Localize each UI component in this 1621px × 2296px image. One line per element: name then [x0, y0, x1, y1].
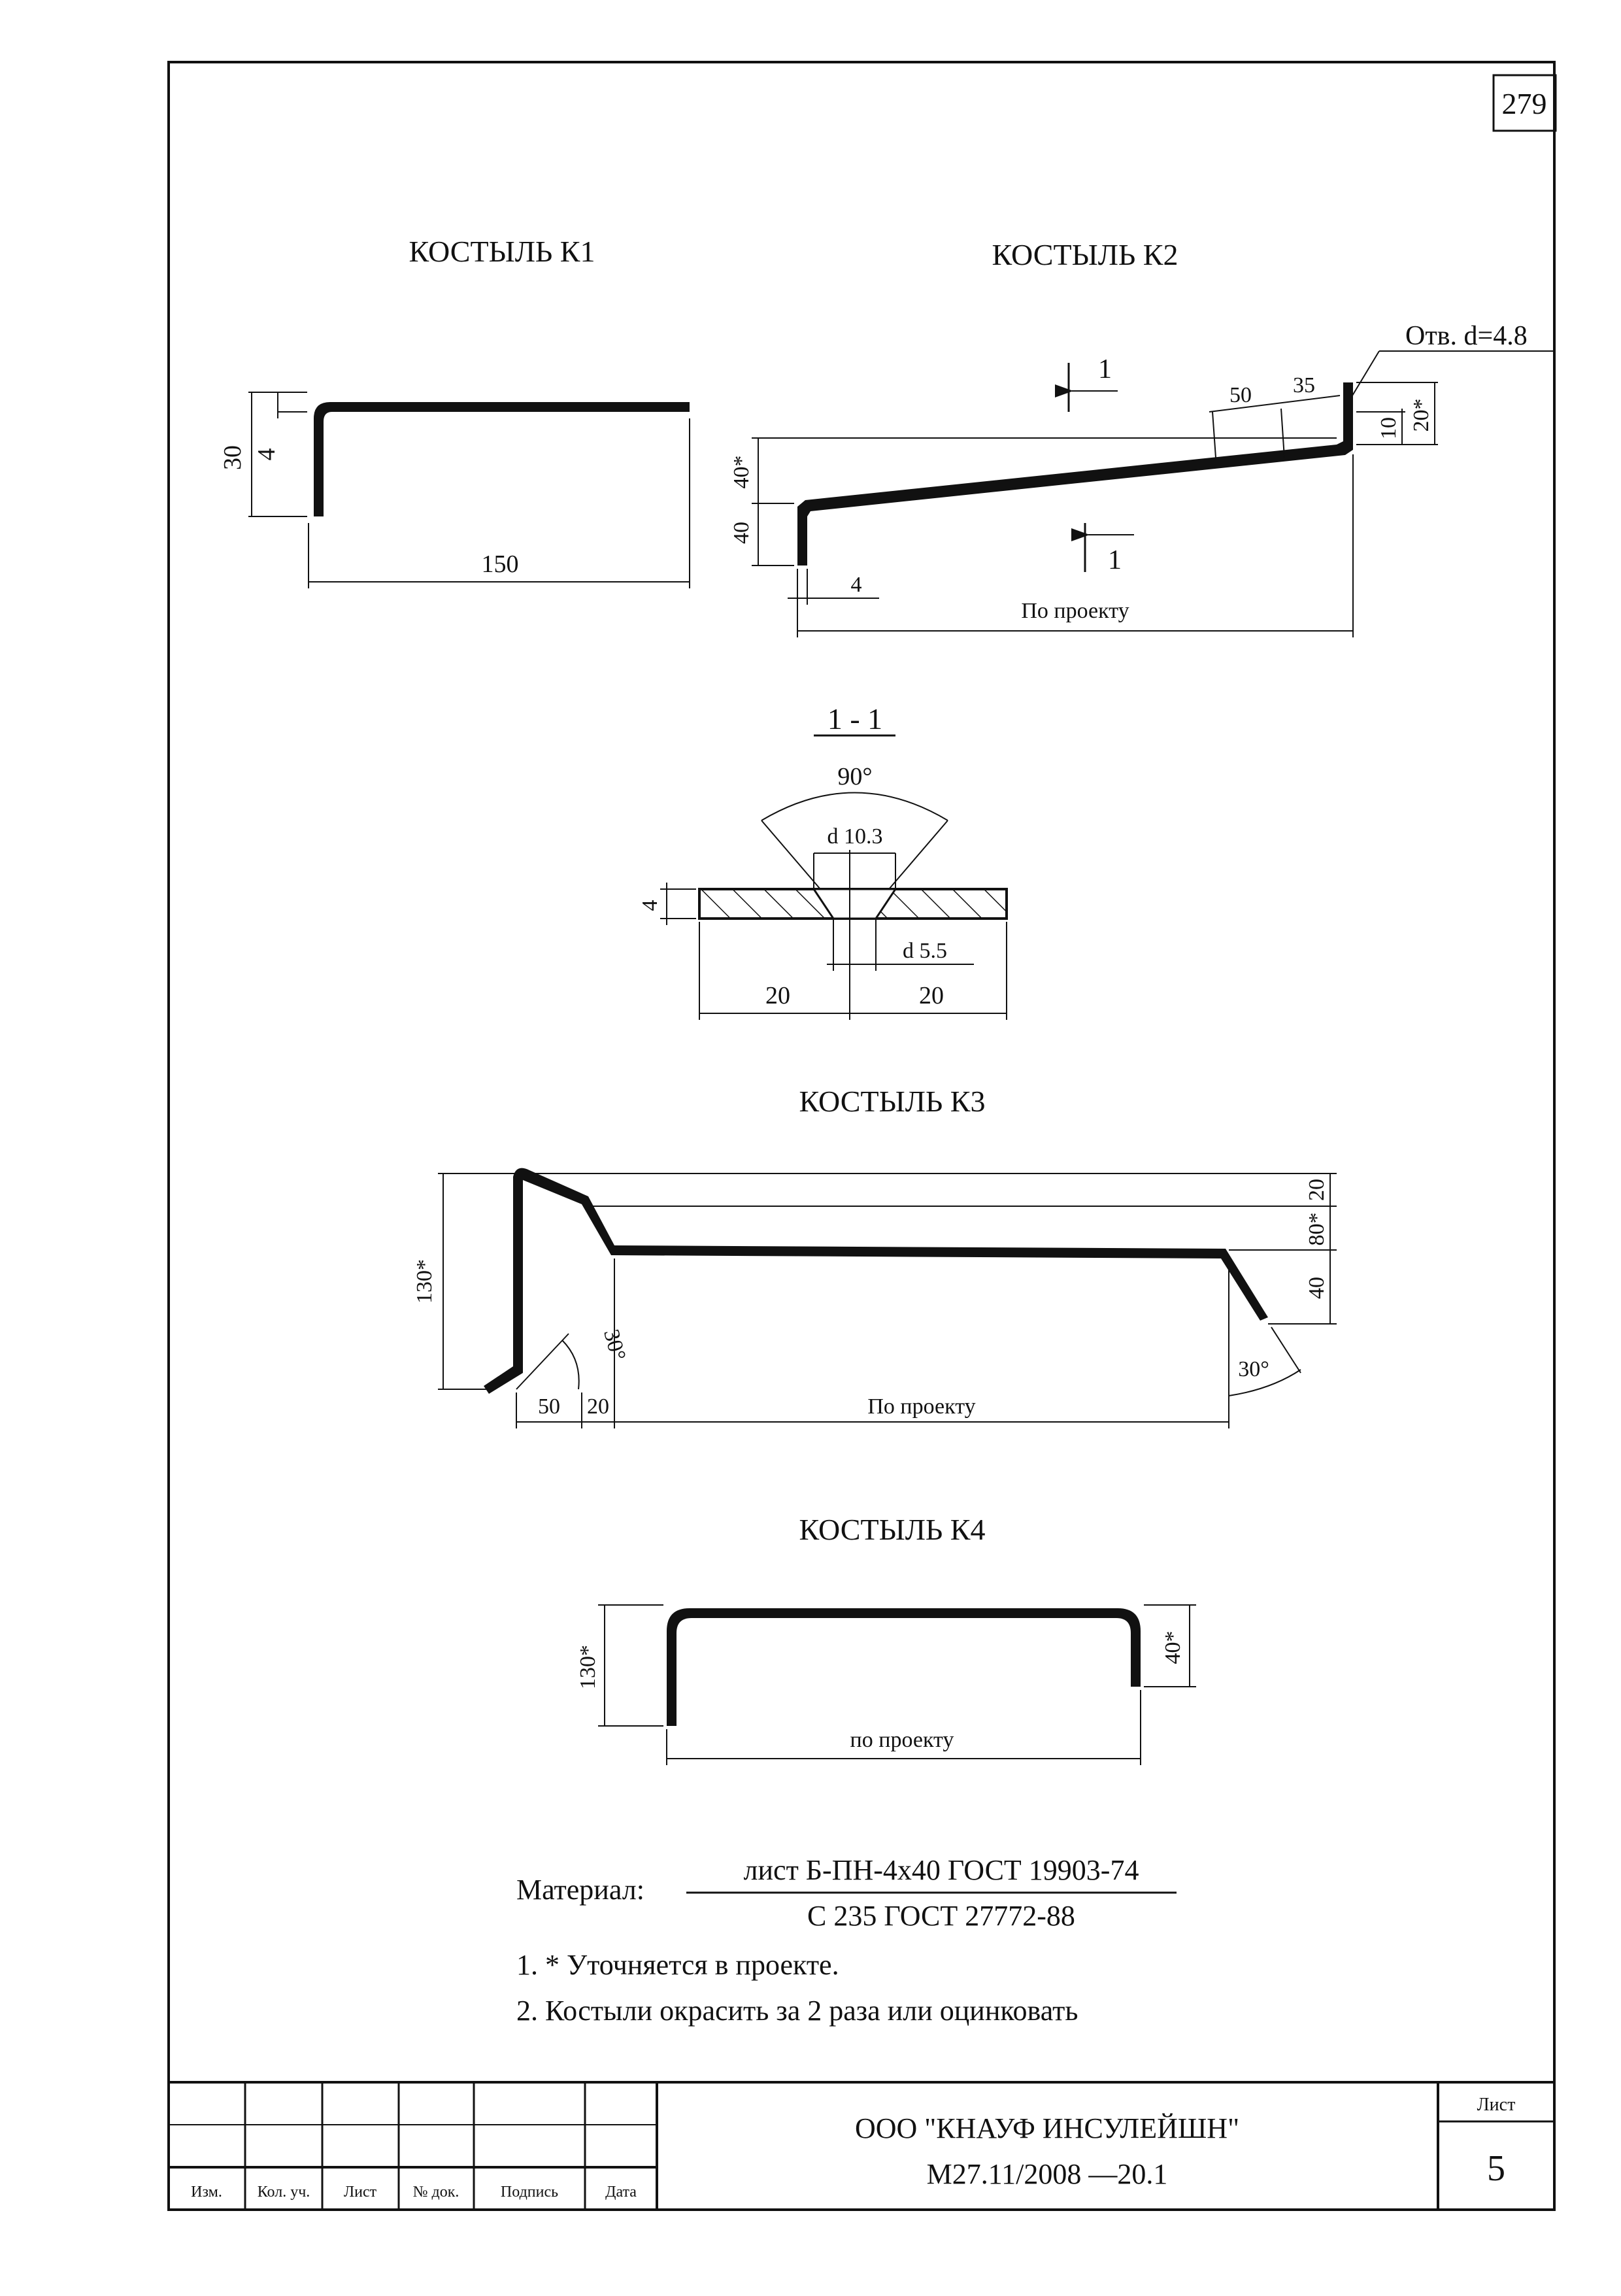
k3-dim-50: 50: [538, 1394, 560, 1419]
k1-title: КОСТЫЛЬ К1: [409, 235, 595, 268]
note-2: 2. Костыли окрасить за 2 раза или оцинко…: [516, 1995, 1078, 2027]
stamp-col-list: Лист: [344, 2184, 377, 2201]
k3-angle-right: 30°: [1238, 1357, 1269, 1381]
stamp-col-izm: Изм.: [191, 2184, 222, 2201]
stamp-company: ООО "КНАУФ ИНСУЛЕЙШН": [855, 2112, 1239, 2144]
material-numerator: лист Б-ПН-4х40 ГОСТ 19903-74: [744, 1854, 1139, 1886]
k2-title: КОСТЫЛЬ К2: [992, 238, 1178, 271]
k3-profile: [484, 1168, 1268, 1394]
stamp-col-date: Дата: [605, 2184, 637, 2201]
material-denominator: С 235 ГОСТ 27772-88: [807, 1900, 1075, 1932]
k2-dim-35: 35: [1293, 373, 1315, 397]
k3-dim-40: 40: [1305, 1277, 1329, 1299]
stamp-block: Изм. Кол. уч. Лист № док. Подпись Дата О…: [169, 2081, 1554, 2210]
frame-border: [167, 61, 1556, 2211]
k2-dim-40s: 40*: [729, 456, 754, 489]
k4-dim-130s: 130*: [576, 1645, 600, 1689]
section-angle: 90°: [837, 763, 872, 790]
k1-dim-length: 150: [482, 550, 519, 578]
section-d-bottom: d 5.5: [903, 939, 947, 963]
stamp-sheet-label: Лист: [1477, 2095, 1516, 2115]
k2-section-mark-bottom: 1: [1108, 545, 1122, 575]
k2-profile: [797, 382, 1353, 566]
section-title: 1 - 1: [827, 702, 882, 735]
section-half-right: 20: [919, 982, 944, 1009]
material-label: Материал:: [516, 1874, 644, 1906]
k2-dim-20s: 20*: [1409, 399, 1433, 432]
stamp-code: М27.11/2008 —20.1: [927, 2158, 1168, 2190]
page-number: 279: [1502, 87, 1547, 120]
k4-dim-40s: 40*: [1161, 1631, 1185, 1664]
note-1: 1. * Уточняется в проекте.: [516, 1949, 839, 1981]
k1-dim-height: 30: [219, 445, 246, 470]
k3-dim-length: По проекту: [867, 1394, 975, 1419]
stamp-sheet-number: 5: [1487, 2148, 1505, 2189]
k3-dim-20: 20: [1305, 1179, 1329, 1201]
k2-dim-4: 4: [851, 573, 862, 597]
k2-section-mark-top: 1: [1098, 354, 1112, 384]
k2-drawing: КОСТЫЛЬ К2 Отв. d=4.8 1 1 50 35 10 20* 4…: [729, 238, 1554, 637]
k3-dim-130s: 130*: [412, 1259, 437, 1304]
k2-dim-length: По проекту: [1021, 599, 1129, 623]
k1-profile: [314, 402, 690, 516]
k1-drawing: КОСТЫЛЬ К1 30 4 150: [219, 235, 690, 588]
section-1-1: 1 - 1 90° d 10.3 d 5.5 4 20 20: [638, 702, 1008, 1020]
page-number-box: [1492, 74, 1557, 132]
k3-title: КОСТЫЛЬ К3: [799, 1085, 985, 1118]
material-block: Материал: лист Б-ПН-4х40 ГОСТ 19903-74 С…: [516, 1854, 1177, 1932]
section-thickness: 4: [638, 900, 662, 911]
stamp-col-signature: Подпись: [501, 2184, 558, 2201]
k4-dim-length: по проекту: [850, 1728, 954, 1752]
k2-dim-50: 50: [1229, 383, 1252, 407]
k2-dim-10: 10: [1377, 417, 1401, 439]
stamp-col-doc: № док.: [413, 2184, 460, 2201]
section-d-top: d 10.3: [827, 824, 883, 849]
k4-title: КОСТЫЛЬ К4: [799, 1513, 985, 1546]
k3-drawing: КОСТЫЛЬ К3 130* 20 80* 40 30° 30° 50 20 …: [412, 1085, 1337, 1428]
section-half-left: 20: [765, 982, 790, 1009]
stamp-col-kolvo: Кол. уч.: [258, 2184, 310, 2201]
k1-dim-thickness: 4: [253, 448, 280, 461]
k3-dim-20b: 20: [587, 1394, 609, 1419]
k3-dim-80s: 80*: [1305, 1213, 1329, 1246]
k2-dim-40: 40: [729, 522, 754, 544]
k4-profile: [667, 1608, 1141, 1726]
k4-drawing: КОСТЫЛЬ К4 130* 40* по проекту: [576, 1513, 1196, 1765]
k2-hole-label: Отв. d=4.8: [1405, 321, 1528, 351]
